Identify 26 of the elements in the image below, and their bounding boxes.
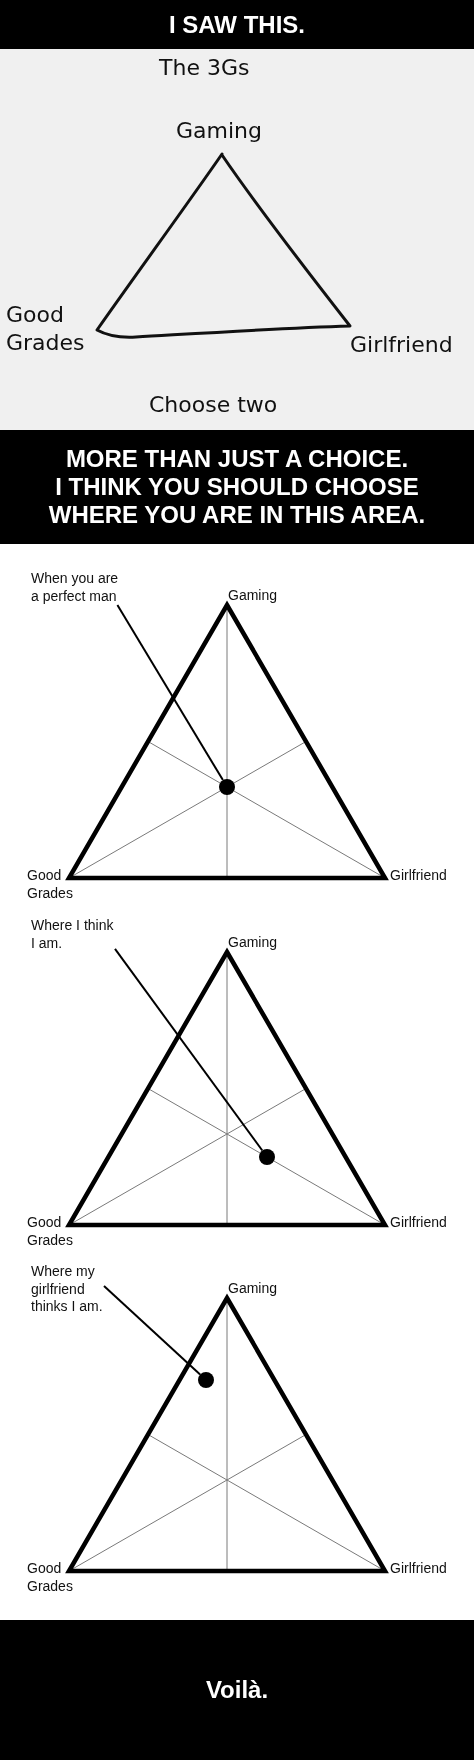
banner-text: I SAW THIS.	[168, 10, 306, 39]
vertex-label: Gaming	[228, 934, 278, 952]
vertex-label: Gaming	[228, 1280, 278, 1298]
callout-text: Where I think I am.	[31, 917, 115, 952]
caption-text: Choose two	[149, 391, 278, 419]
banner-text: MORE THAN JUST A CHOICE. I THINK YOU SHOULD CHOOSE WHERE YOU ARE IN THIS AREA.	[48, 445, 426, 529]
banner-text: Voilà.	[205, 1676, 269, 1704]
callout-text: When you are a perfect man	[31, 570, 120, 605]
vertex-label: Girlfriend	[390, 1560, 447, 1578]
leader-line	[103, 1285, 202, 1376]
leader-line	[116, 604, 224, 782]
position-dot	[259, 1149, 275, 1165]
vertex-label: Good Grades	[27, 1560, 74, 1595]
vertex-label: Girlfriend	[350, 331, 453, 359]
vertex-label: Good Grades	[27, 1214, 74, 1249]
vertex-label: Girlfriend	[390, 867, 447, 885]
position-dot	[198, 1372, 214, 1388]
vertex-label: Gaming	[228, 587, 278, 605]
vertex-label: Girlfriend	[390, 1214, 447, 1232]
sketch-title: The 3Gs	[159, 54, 250, 82]
callout-text: Where my girlfriend thinks I am.	[31, 1263, 104, 1316]
leader-line	[114, 947, 264, 1152]
vertex-label: Good Grades	[6, 301, 86, 357]
vertex-label: Good Grades	[27, 867, 74, 902]
position-dot	[219, 779, 235, 795]
vertex-label: Gaming	[176, 117, 262, 145]
